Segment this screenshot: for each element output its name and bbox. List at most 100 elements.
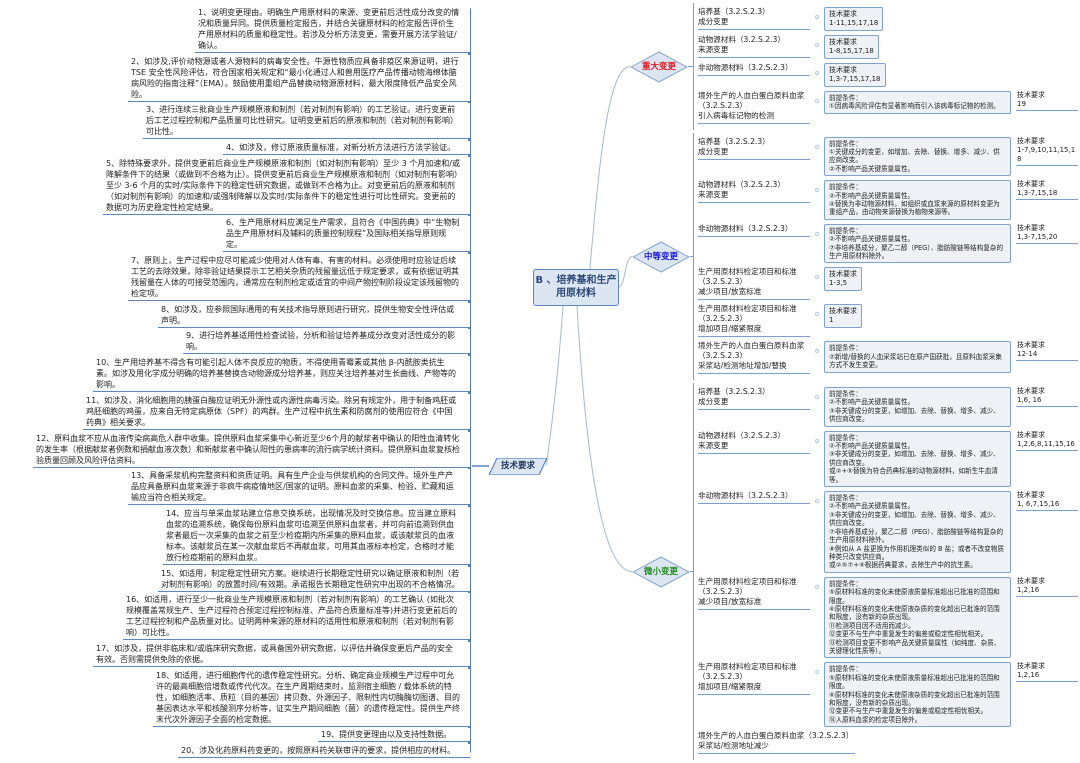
precondition-box[interactable]: 前提条件：②不影响产品关键质量属性。④替换为非动物源材料，如组织或血浆来源的原材… xyxy=(824,180,1011,220)
minor-change-item[interactable]: 境外生产的人血白蛋白原料血浆（3.2.S.2.3）采浆站/检测地址减少 xyxy=(698,731,856,755)
moderate-change-item[interactable]: 培养基（3.2.S.2.3）成分变更 xyxy=(698,137,810,160)
requirement-item[interactable]: 18、如适用，进行细胞传代的遗传稳定性研究。分析、确定商业规模生产过程中可允许的… xyxy=(153,668,470,727)
major-change-item[interactable]: 动物源材料（3.2.S.2.3）来源变更 xyxy=(698,35,810,58)
requirement-item[interactable]: 16、如适用，进行至少一批商业生产规模原液和制剂（若对制剂有影响）的工艺确认 (… xyxy=(123,593,470,641)
requirement-item[interactable]: 2、如涉及,评价动物源或者人源物料的病毒安全性。牛源性物质应具备非疫区来源证明，… xyxy=(128,54,470,102)
requirement-item[interactable]: 13、具备采浆机构完整资料和资质证明。具有生产企业与供浆机构的合同文件。境外生产… xyxy=(128,469,470,506)
precondition-box[interactable]: 前提条件：②不影响产品关键质量属性。③非关键成分的变更，如增加、去除、替换、增多… xyxy=(824,491,1011,573)
requirement-numbers: 1,3-7,15,17,18 xyxy=(829,75,881,83)
item-subtitle: 增加项目/缩紧限度 xyxy=(698,324,762,334)
collapse-dot-icon[interactable] xyxy=(815,43,819,47)
precondition-line: ⑦非培养基成分，聚乙二醇（PEG）、脂肪酸链等结构复杂的生产用原材料除外。 xyxy=(829,527,1004,545)
requirement-item[interactable]: 11、如涉及，消化细胞用的胰蛋白酶应证明无外源性或内源性病毒污染。除另有规定外，… xyxy=(83,393,470,430)
requirement-item[interactable]: 8、如涉及，应参照国际通用的有关技术指导原则进行研究，提供生物安全性评估或声明。 xyxy=(158,302,470,328)
precondition-box[interactable]: 前提条件：②不影响产品关键质量属性。③非关键成分的变更，如增加、去除、替换、增多… xyxy=(824,430,1011,488)
major-change-node[interactable]: 重大变更 xyxy=(630,50,688,83)
requirement-label: 技术要求 xyxy=(829,307,857,316)
requirement-item[interactable]: 6、生产用原材料应满足生产需求，且符合《中国药典》中“生物制品生产用原材料及辅料… xyxy=(223,216,470,253)
requirement-item[interactable]: 7、原则上，生产过程中应尽可能减少使用对人体有毒、有害的材料。必须使用时应验证后… xyxy=(128,254,470,302)
collapse-dot-icon[interactable] xyxy=(815,188,819,193)
requirement-item[interactable]: 14、应当与单采血浆站建立信息交换系统，出现情况及时交换信息。应当建立原料血浆的… xyxy=(163,506,470,565)
collapse-dot-icon[interactable] xyxy=(815,395,819,399)
precondition-box[interactable]: 前提条件：②不影响产品关键质量属性。⑦非培养基成分，聚乙二醇（PEG）、脂肪酸链… xyxy=(824,223,1011,264)
requirement-item[interactable]: 19、提供变更理由以及支持性数据。 xyxy=(318,728,470,743)
requirement-label: 技术要求 xyxy=(1017,491,1045,500)
item-name: 境外生产的人血白蛋白原料血浆（3.2.S.2.3） xyxy=(698,341,805,361)
precondition-line: 前提条件： xyxy=(829,344,862,353)
requirement-numbers: 19 xyxy=(1017,100,1026,108)
minor-change-item[interactable]: 生产用原材料检定项目和标准（3.2.S.2.3）增加项目/缩紧限度 xyxy=(698,662,810,696)
requirement-item[interactable]: 12、原料血浆不应从血液传染病高危人群中收集。提供原料血浆采集中心新近至少6个月… xyxy=(33,431,470,468)
collapse-dot-icon[interactable] xyxy=(815,312,819,317)
precondition-box[interactable]: 前提条件：②不影响产品关键质量属性。③非关键成分的变更，如增加、去除、替换、增多… xyxy=(824,387,1011,427)
moderate-change-item[interactable]: 非动物源材料（3.2.S.2.3） xyxy=(698,224,810,237)
minor-change-row: 生产用原材料检定项目和标准（3.2.S.2.3）增加项目/缩紧限度前提条件：⑤原… xyxy=(694,662,1078,728)
precondition-box[interactable]: 前提条件：①关键成分的变更，如增加、去除、替换、增多、减少、供应商改变。②不影响… xyxy=(824,136,1011,177)
collapse-dot-icon[interactable] xyxy=(815,71,819,75)
collapse-dot-icon[interactable] xyxy=(815,349,819,354)
collapse-dot-icon[interactable] xyxy=(815,15,819,19)
major-change-item[interactable]: 培养基（3.2.S.2.3）成分变更 xyxy=(698,7,810,30)
requirement-item[interactable]: 9、进行培养基适用性检查试验，分析和验证培养基成分改变对活性成分的影响。 xyxy=(183,329,470,355)
precondition-line: ②不影响产品关键质量属性。 xyxy=(829,502,915,511)
requirement-item[interactable]: 10、生产用培养基不得含有可能引起人体不良反应的物质，不得使用青霉素或其他 β-… xyxy=(93,356,470,393)
moderate-change-item[interactable]: 动物源材料（3.2.S.2.3）来源变更 xyxy=(698,180,810,204)
precondition-line: ②不影响产品关键质量属性。 xyxy=(829,235,915,244)
moderate-change-item[interactable]: 境外生产的人血白蛋白原料血浆（3.2.S.2.3）采浆站/检测地址增加/替换 xyxy=(698,341,810,375)
precondition-box[interactable]: 前提条件：⑤原材料标准的变化未使原液质量标准超出已批准的范围和限度。⑥原材料标准… xyxy=(824,662,1011,728)
precondition-line: ⑧例如从 A 盐更换为作用机理类似的 B 盐；或者不改变物质种类只改变供应商。 xyxy=(829,544,1004,561)
collapse-dot-icon[interactable] xyxy=(815,670,819,675)
requirement-item[interactable]: 5、除特殊要求外，提供变更前后商业生产规模原液和制剂（如对制剂有影响）至少 3 … xyxy=(103,156,470,215)
minor-change-node[interactable]: 微小变更 xyxy=(632,555,690,588)
collapse-dot-icon[interactable] xyxy=(815,499,819,504)
requirement-item[interactable]: 17、如涉及，提供非临床和/或临床研究数据，或具备国外研究数据，以评估并确保变更… xyxy=(93,641,470,667)
requirement-item[interactable]: 1、说明变更理由。明确生产用原材料的来源、变更前后活性成分改变的情况和质量异同。… xyxy=(195,6,470,53)
requirement-label: 技术要求 xyxy=(1017,430,1045,439)
requirement-item[interactable]: 4、如涉及，修订原液质量标准，对新分析方法进行方法学验证。 xyxy=(223,141,470,156)
minor-change-item[interactable]: 非动物源材料（3.2.S.2.3） xyxy=(698,491,810,505)
requirements-node[interactable]: 技术要求 xyxy=(489,458,547,475)
moderate-change-item[interactable]: 生产用原材料检定项目和标准（3.2.S.2.3）增加项目/缩紧限度 xyxy=(698,304,810,338)
requirement-numbers: 1-8,15,17,18 xyxy=(829,47,874,55)
collapse-dot-icon[interactable] xyxy=(815,584,819,589)
requirement-label: 技术要求 xyxy=(1017,387,1045,395)
minor-change-item[interactable]: 培养基（3.2.S.2.3）成分变更 xyxy=(698,387,810,410)
precondition-box[interactable]: 前提条件：⑤原材料标准的变化未使原液质量标准超出已批准的范围和限度。⑥原材料标准… xyxy=(824,576,1011,659)
requirement-item[interactable]: 15、如适用，制定稳定性研究方案。继续进行长期稳定性研究以确证原液和制剂（若对制… xyxy=(158,566,470,592)
requirement-label: 技术要求 xyxy=(829,270,857,279)
collapse-dot-icon[interactable] xyxy=(815,144,819,149)
requirement-label: 技术要求 xyxy=(1017,341,1045,350)
requirement-numbers: 1,2,6,8,11,15,16 xyxy=(1017,439,1075,448)
collapse-dot-icon[interactable] xyxy=(815,231,819,236)
collapse-dot-icon[interactable] xyxy=(815,438,819,443)
requirement-item[interactable]: 20、涉及化药原料药变更的，按照原料药关联审评的要求，提供相应的材料。 xyxy=(178,744,470,758)
major-change-item[interactable]: 非动物源材料（3.2.S.2.3） xyxy=(698,63,810,76)
major-change-item[interactable]: 境外生产的人血白蛋白原料血浆（3.2.S.2.3）引入病毒标记物的检测 xyxy=(698,91,810,124)
precondition-box[interactable]: 前提条件：①因病毒风险评估有显著影响而引入该病毒标记物的检测。 xyxy=(824,91,1011,114)
item-subtitle: 成分变更 xyxy=(698,146,729,156)
collapse-dot-icon[interactable] xyxy=(815,275,819,280)
precondition-box[interactable]: 前提条件：②新增/替换的人血采浆站已在原产国获批，且原料血浆采集方式不发生变更。 xyxy=(824,341,1011,373)
moderate-change-item[interactable]: 生产用原材料检定项目和标准（3.2.S.2.3）减少项目/放宽标准 xyxy=(698,267,810,301)
requirement-item[interactable]: 3、进行连续三批商业生产规模原液和制剂（若对制剂有影响）的工艺验证。进行变更前后… xyxy=(143,103,470,140)
central-topic[interactable]: B 、培养基和生产用原材料 xyxy=(533,269,619,306)
collapse-dot-icon[interactable] xyxy=(815,99,819,103)
minor-change-item[interactable]: 动物源材料（3.2.S.2.3）来源变更 xyxy=(698,431,810,454)
minor-change-item[interactable]: 生产用原材料检定项目和标准（3.2.S.2.3）减少项目/放宽标准 xyxy=(698,577,810,610)
moderate-change-node[interactable]: 中等变更 xyxy=(632,240,690,273)
